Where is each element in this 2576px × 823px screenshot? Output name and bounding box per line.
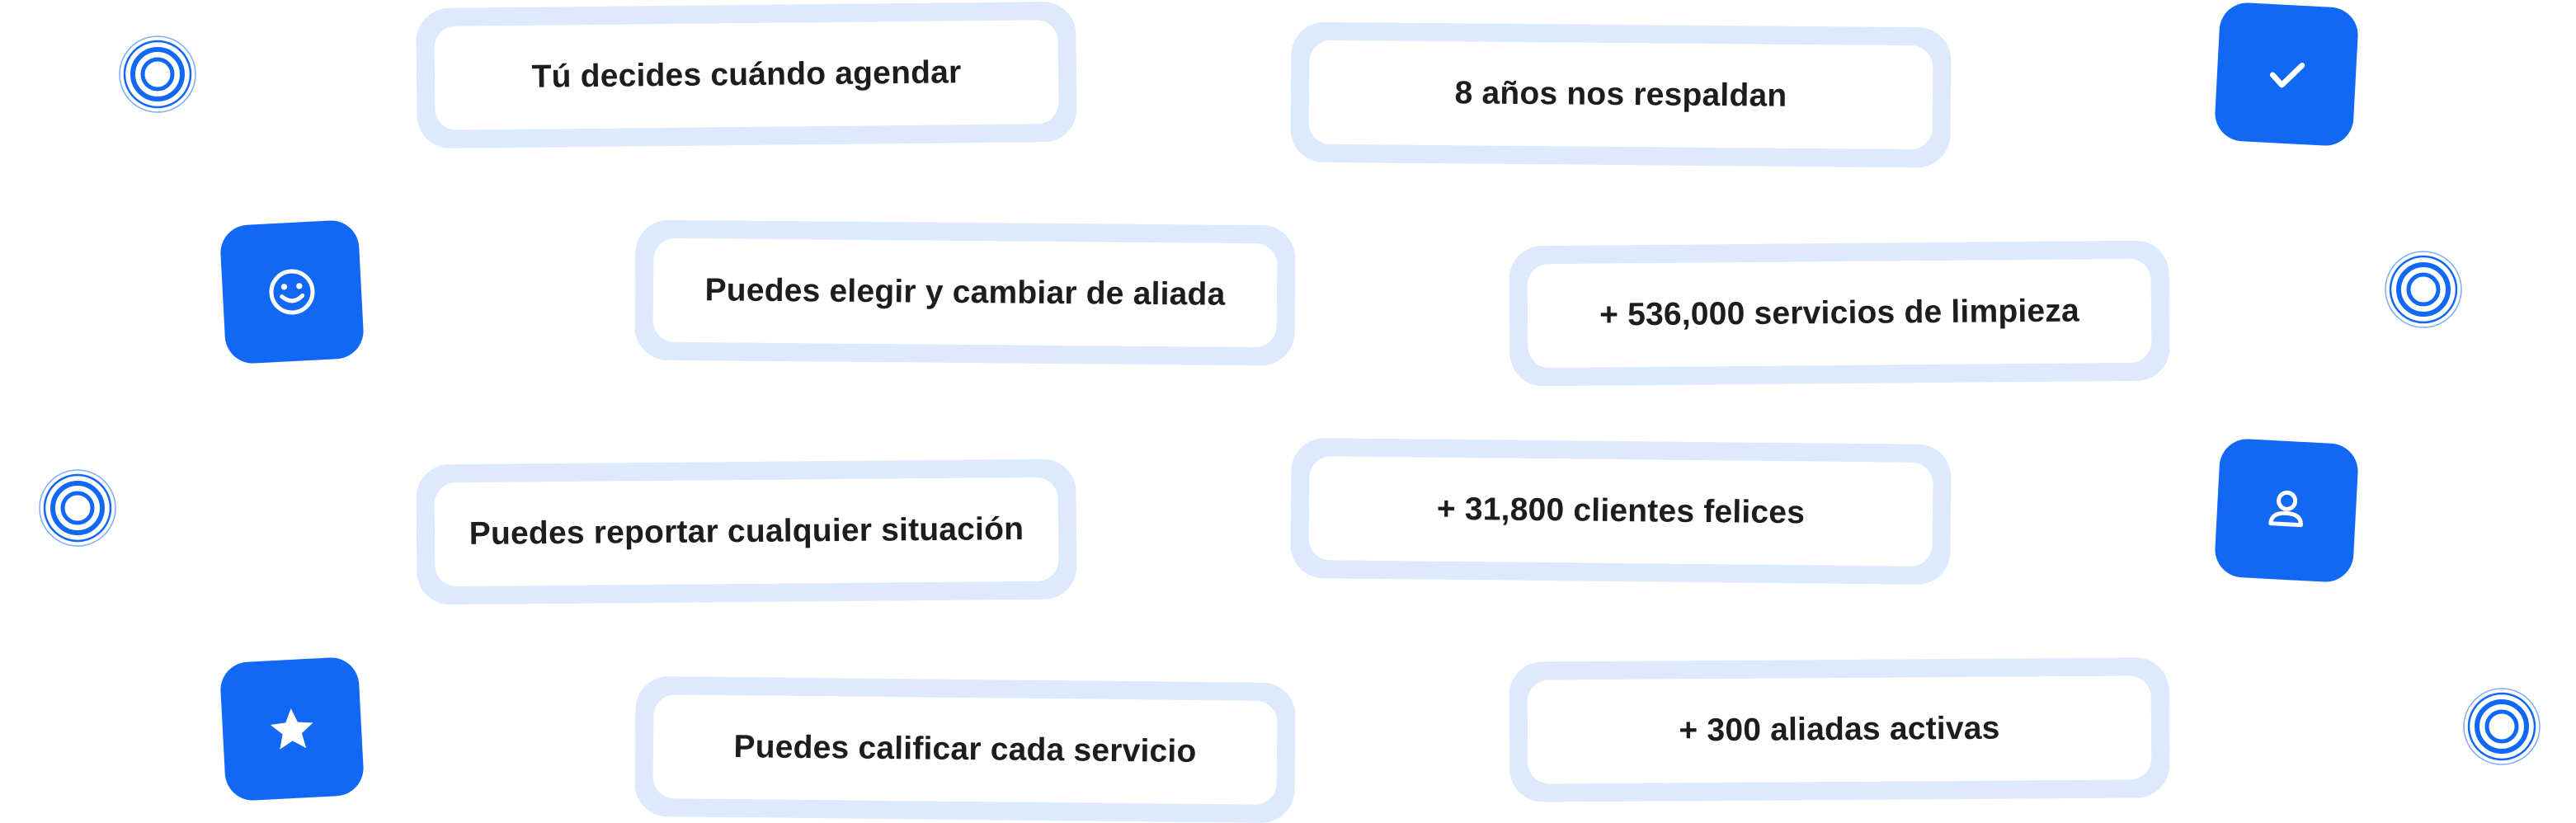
stat-label: 8 años nos respaldan (1308, 40, 1933, 150)
target-badge (118, 35, 197, 114)
feature-label: Puedes elegir y cambiar de aliada (652, 237, 1278, 348)
stat-pill-allies: + 300 aliadas activas (1509, 657, 2170, 802)
stat-label: + 300 aliadas activas (1527, 675, 2152, 784)
feature-pill-report: Puedes reportar cualquier situación (416, 459, 1077, 605)
stat-label: + 31,800 clientes felices (1308, 456, 1933, 567)
target-badge (2384, 250, 2463, 329)
feature-pill-schedule: Tú decides cuándo agendar (416, 1, 1077, 149)
stat-pill-years: 8 años nos respaldan (1290, 21, 1952, 168)
stat-label: + 536,000 servicios de limpieza (1527, 258, 2152, 369)
target-icon (119, 35, 196, 113)
star-icon (270, 708, 313, 750)
target-icon (2385, 251, 2462, 328)
smiley-icon (269, 269, 315, 315)
stat-pill-services: + 536,000 servicios de limpieza (1509, 240, 2170, 387)
stat-pill-clients: + 31,800 clientes felices (1290, 437, 1952, 586)
user-tile (2213, 437, 2360, 584)
target-badge (2462, 687, 2541, 766)
feature-label: Tú decides cuándo agendar (434, 20, 1059, 130)
target-icon (2463, 688, 2541, 765)
star-tile (219, 656, 365, 802)
user-icon (2268, 490, 2303, 528)
feature-pill-choose-ally: Puedes elegir y cambiar de aliada (634, 219, 1296, 366)
feature-label: Puedes calificar cada servicio (652, 694, 1278, 805)
feature-pill-rate: Puedes calificar cada servicio (634, 675, 1296, 823)
target-icon (39, 469, 116, 547)
smiley-tile (219, 219, 365, 365)
check-tile (2213, 1, 2360, 148)
check-icon (2269, 62, 2305, 88)
target-badge (38, 468, 117, 548)
feature-label: Puedes reportar cualquier situación (434, 477, 1059, 587)
